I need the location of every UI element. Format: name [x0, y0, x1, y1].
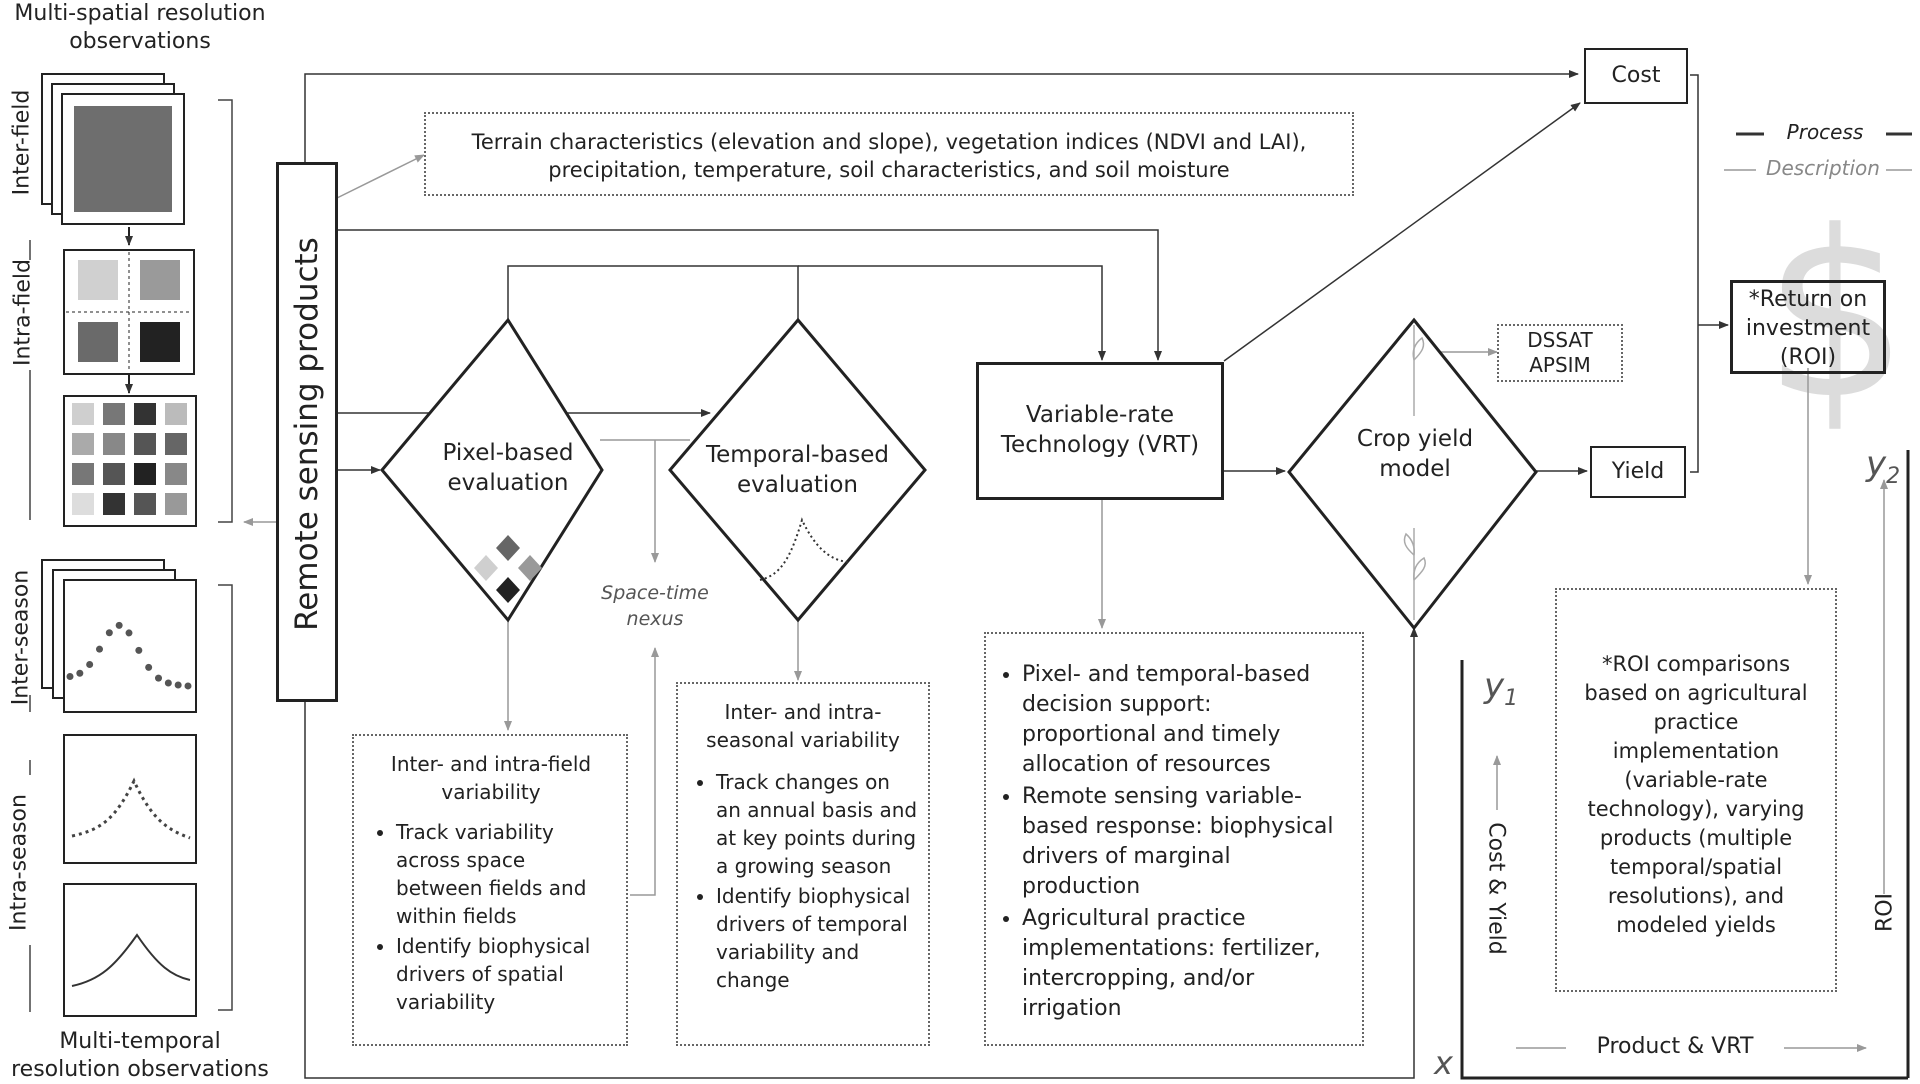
intra-season-plot-solid [63, 883, 197, 1017]
y1-axis-label: y1 [1484, 666, 1519, 711]
axis-y1-x [1460, 660, 1908, 1080]
inter-season-dot [184, 682, 192, 690]
temporal-variability-title: Inter- and intra-seasonal variability [706, 700, 900, 752]
spatial-item: Track variability across space between f… [396, 818, 614, 930]
space-time-label: Space-time nexus [601, 582, 709, 630]
grid-cell [165, 433, 187, 455]
dssat-box: DSSAT APSIM [1497, 324, 1623, 382]
legend-description: Description [1766, 156, 1880, 180]
inter-season-dot [155, 674, 162, 682]
temporal-diamond [668, 317, 927, 623]
spatial-item: Identify biophysical drivers of spatial … [396, 932, 614, 1016]
inter-season-dot [125, 629, 133, 637]
vrt-item: Agricultural practice implementations: f… [1022, 904, 1350, 1024]
cost-label: Cost [1611, 63, 1661, 88]
yield-box: Yield [1590, 446, 1686, 498]
inter-season-dot [145, 663, 153, 671]
grid-cell [165, 403, 187, 425]
grid-cell [134, 403, 156, 425]
cost-yield-axis-label: Cost & Yield [1483, 822, 1509, 955]
grid-cell [72, 463, 94, 485]
intra-field-image-2x2 [63, 249, 195, 375]
roi-box: *Return on investment (ROI) [1730, 280, 1886, 374]
temporal-curve-icon [759, 517, 849, 581]
multi-temporal-caption: Multi-temporal resolution observations [11, 1029, 269, 1082]
inter-season-dot [174, 681, 182, 689]
temporal-item: Identify biophysical drivers of temporal… [716, 882, 918, 994]
vrt-item: Remote sensing variable-based response: … [1022, 782, 1350, 902]
inter-season-dots [66, 621, 192, 690]
roi-axis-label: ROI [1872, 892, 1898, 933]
product-vrt-axis-label: Product & VRT [1596, 1034, 1754, 1059]
inter-field-label: Inter-field [9, 89, 35, 196]
roi-label: *Return on investment (ROI) [1745, 287, 1871, 370]
grid-cell [103, 403, 125, 425]
intra-season-plot [63, 734, 197, 864]
inter-season-dot [135, 646, 143, 654]
dssat-label: DSSAT [1527, 328, 1593, 352]
multi-spatial-caption: Multi-spatial resolution observations [14, 1, 266, 54]
grid-cell [103, 493, 125, 515]
inter-season-dot [86, 660, 94, 668]
yield-label: Yield [1611, 459, 1665, 484]
intra-field-image-4x4 [63, 395, 197, 527]
vrt-description-box: Pixel- and temporal-based decision suppo… [984, 632, 1364, 1046]
grid-cell [72, 403, 94, 425]
leaf-icon [1403, 325, 1426, 620]
grid-cell [134, 433, 156, 455]
terrain-box: Terrain characteristics (elevation and s… [424, 112, 1354, 196]
terrain-text: Terrain characteristics (elevation and s… [471, 130, 1307, 182]
crop-diamond [1287, 317, 1538, 631]
temporal-label: Temporal-based evaluation [705, 442, 890, 498]
remote-sensing-label: Remote sensing products [289, 237, 325, 631]
apsim-label: APSIM [1529, 353, 1591, 377]
spatial-variability-title: Inter- and intra-field variability [390, 752, 592, 804]
roi-comparison-text: *ROI comparisons based on agricultural p… [1584, 652, 1808, 937]
vrt-box [976, 362, 1224, 500]
inter-season-plot [41, 559, 197, 713]
pixel-diamond [380, 317, 604, 623]
inter-season-dot [76, 669, 84, 677]
grid-cell [72, 493, 94, 515]
inter-season-dot [66, 673, 74, 681]
grid-cell [165, 493, 187, 515]
inter-season-dot [164, 679, 172, 687]
grid-cell [165, 463, 187, 485]
intra-field-label: Intra-field [10, 259, 36, 366]
legend-process: Process [1786, 120, 1864, 144]
x-axis-label: x [1434, 1044, 1453, 1082]
cost-box: Cost [1584, 48, 1688, 104]
crop-label: Crop yield model [1356, 426, 1474, 482]
spatial-variability-box: Inter- and intra-field variability Track… [352, 734, 628, 1046]
vrt-item: Pixel- and temporal-based decision suppo… [1022, 660, 1350, 780]
grid-cell [134, 493, 156, 515]
inter-season-dot [96, 645, 103, 653]
inter-season-dot [115, 621, 123, 629]
grid-cell [72, 433, 94, 455]
remote-sensing-box [276, 162, 338, 702]
temporal-item: Track changes on an annual basis and at … [716, 768, 918, 880]
roi-comparison-box: *ROI comparisons based on agricultural p… [1555, 588, 1837, 992]
grid-cell [103, 463, 125, 485]
inter-season-dot [105, 629, 113, 637]
pixel-squares-icon [474, 535, 542, 603]
y2-axis-label: y2 [1866, 444, 1901, 489]
grid-cell [134, 463, 156, 485]
inter-season-label: Inter-season [8, 569, 34, 706]
grid-cell [103, 433, 125, 455]
vrt-label: Variable-rate Technology (VRT) [1000, 402, 1200, 458]
temporal-variability-box: Inter- and intra-seasonal variability Tr… [676, 682, 930, 1046]
pixel-label: Pixel-based evaluation [442, 440, 574, 496]
intra-season-label: Intra-season [6, 794, 32, 931]
